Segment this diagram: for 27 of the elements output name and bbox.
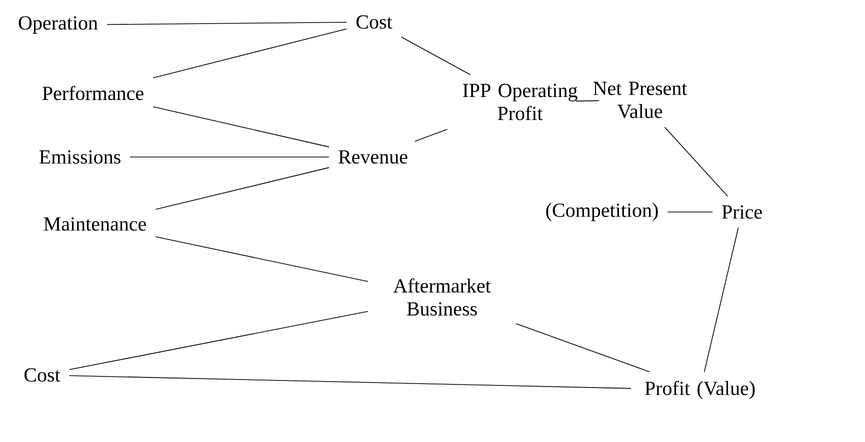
text-label: Emissions bbox=[39, 150, 120, 164]
text-label: Cost bbox=[24, 368, 60, 382]
text-label: Revenue bbox=[338, 150, 408, 164]
text-label: Profit (Value) bbox=[645, 380, 755, 400]
connector-line bbox=[152, 28, 348, 78]
connector-line bbox=[68, 375, 632, 389]
connector-line bbox=[106, 22, 348, 25]
text-label: Price bbox=[722, 205, 762, 219]
connector-line bbox=[516, 323, 650, 372]
connector-line bbox=[130, 156, 330, 158]
text-label: Aftermarket Business bbox=[393, 278, 491, 316]
connector-line bbox=[155, 236, 368, 282]
text-label: Performance bbox=[42, 86, 144, 100]
connector-line bbox=[576, 100, 600, 102]
text-label: Operation bbox=[18, 16, 98, 34]
connector-line bbox=[414, 128, 448, 142]
text-label: Maintenance bbox=[44, 217, 146, 231]
connector-line bbox=[68, 310, 368, 370]
connector-line bbox=[155, 167, 330, 210]
text-label: Net Present Value bbox=[593, 82, 688, 118]
connector-line bbox=[400, 36, 471, 76]
connector-line bbox=[152, 106, 330, 148]
connector-line bbox=[704, 227, 739, 372]
text-label: Cost bbox=[356, 15, 392, 29]
text-label: IPP Operating Profit bbox=[462, 84, 578, 120]
text-label: (Competition) bbox=[546, 202, 658, 222]
connector-line bbox=[664, 126, 728, 197]
